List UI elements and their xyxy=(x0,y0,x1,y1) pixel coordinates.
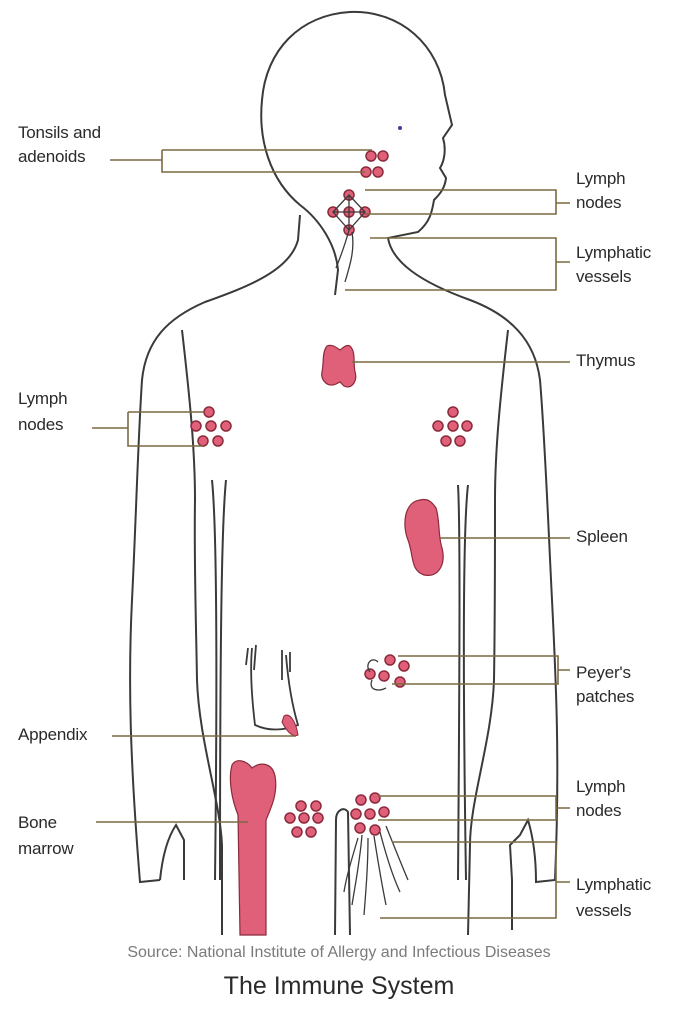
label-lymphatic-vessels-neck-1: Lymphatic xyxy=(576,242,651,264)
thymus-organ xyxy=(322,345,356,387)
spleen-organ xyxy=(405,499,443,575)
lymph-nodes xyxy=(191,151,472,837)
leader-lines xyxy=(92,150,570,918)
label-tonsils-2: adenoids xyxy=(18,146,85,168)
label-bone-marrow-2: marrow xyxy=(18,838,73,860)
label-lymphatic-vessels-leg-2: vessels xyxy=(576,900,631,922)
label-lymph-nodes-armpit-1: Lymph xyxy=(18,388,67,410)
label-thymus: Thymus xyxy=(576,350,635,372)
diagram-title: The Immune System xyxy=(0,972,678,1001)
label-lymph-nodes-groin-1: Lymph xyxy=(576,776,625,798)
source-credit: Source: National Institute of Allergy an… xyxy=(0,944,678,962)
lymphatic-vessels xyxy=(333,195,408,915)
label-bone-marrow-1: Bone xyxy=(18,812,57,834)
label-spleen: Spleen xyxy=(576,526,628,548)
bone-marrow-organ xyxy=(230,761,275,935)
label-lymph-nodes-neck-2: nodes xyxy=(576,192,621,214)
label-lymph-nodes-groin-2: nodes xyxy=(576,800,621,822)
label-lymphatic-vessels-leg-1: Lymphatic xyxy=(576,874,651,896)
label-lymph-nodes-armpit-2: nodes xyxy=(18,414,63,436)
label-appendix: Appendix xyxy=(18,724,87,746)
label-lymphatic-vessels-neck-2: vessels xyxy=(576,266,631,288)
marker-dot xyxy=(398,126,402,130)
label-peyers-patches-1: Peyer's xyxy=(576,662,631,684)
label-peyers-patches-2: patches xyxy=(576,686,634,708)
label-tonsils-1: Tonsils and xyxy=(18,122,101,144)
label-lymph-nodes-neck-1: Lymph xyxy=(576,168,625,190)
